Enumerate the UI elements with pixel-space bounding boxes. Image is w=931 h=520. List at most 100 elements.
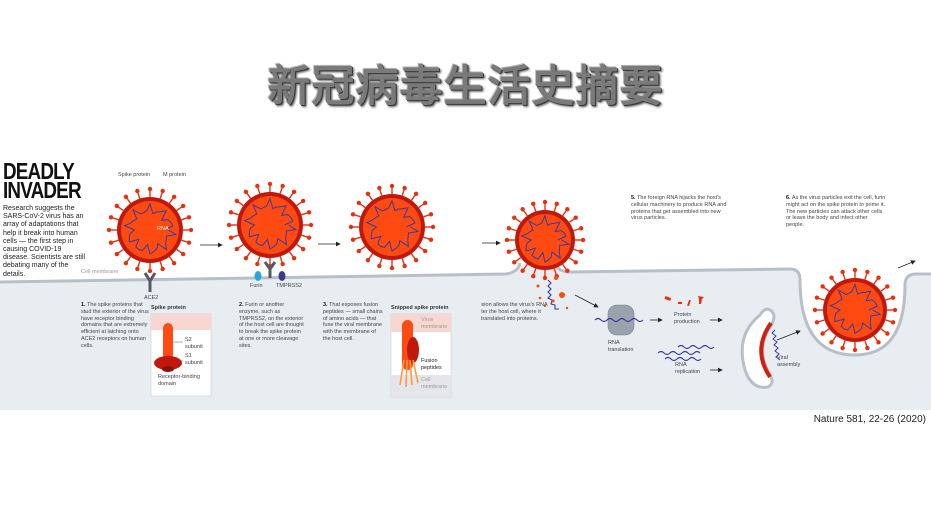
spike-head	[228, 235, 234, 240]
spike-head	[506, 226, 512, 231]
spike-head	[243, 189, 249, 195]
spike-head	[389, 183, 395, 189]
spike-head	[255, 183, 260, 189]
spike-head	[123, 260, 129, 266]
spike-head	[350, 212, 356, 217]
spike-head	[852, 347, 858, 353]
step-6-number: 6.	[786, 195, 791, 201]
spike-head	[280, 261, 285, 267]
spike-head	[422, 248, 428, 254]
assembling-virus	[759, 321, 773, 379]
spike-head	[306, 210, 312, 215]
spike-head	[890, 320, 896, 325]
spike-head	[578, 226, 584, 231]
spike-head	[512, 260, 517, 265]
spike-head	[234, 246, 240, 252]
spike-head	[531, 273, 536, 279]
step-2-number: 2.	[239, 302, 244, 308]
step-3-number: 3.	[323, 302, 328, 308]
cytoplasm	[0, 263, 931, 410]
diagram-canvas	[0, 181, 931, 410]
spike-head	[876, 340, 881, 345]
spike-head	[377, 263, 382, 269]
spike-head	[365, 191, 371, 197]
label-spike-protein: Spike protein	[118, 172, 151, 178]
step-6: 6. As the virus particles exit the cell,…	[786, 195, 886, 229]
spike-head	[356, 248, 362, 254]
spike-head	[852, 267, 858, 273]
ribosome	[607, 304, 635, 336]
label-rna-replication-1: RNA	[675, 362, 687, 368]
label-m-protein: M protein	[163, 172, 186, 178]
spike-head	[885, 284, 890, 289]
spike-head	[542, 199, 548, 205]
label-s1-subunit-text: subunit	[185, 359, 203, 366]
label-furin: Furin	[250, 283, 263, 289]
spike-head	[389, 265, 395, 271]
slide-title: 新冠病毒生活史摘要	[267, 62, 664, 112]
label-rna: RNA	[157, 226, 169, 232]
spike-head	[350, 237, 356, 242]
step-6-text: As the virus particles exit the cell, fu…	[786, 195, 886, 229]
label-ace2: ACE2	[144, 295, 159, 301]
citation: Nature 581, 22-26 (2020)	[813, 414, 926, 425]
spike-head	[820, 331, 825, 336]
s2-subunit-shape	[163, 323, 173, 361]
replicated-rna-3	[664, 356, 702, 362]
spike-head	[565, 268, 570, 273]
spike-head	[531, 201, 536, 207]
spike-head	[512, 215, 517, 220]
spike-head	[402, 263, 407, 269]
spike-head	[135, 266, 140, 272]
step-4-clip: 4. Fusion allows the virus's RNA to ente…	[481, 300, 553, 340]
label-fusion-1: Fusion	[421, 358, 438, 364]
spike-head	[147, 186, 153, 192]
furin-enzyme	[254, 271, 262, 281]
spike-head	[180, 203, 186, 209]
spike-head	[114, 203, 120, 209]
spike-head	[814, 320, 820, 325]
spike-head	[840, 269, 845, 275]
virus-core	[363, 198, 421, 256]
spike-head	[365, 257, 371, 263]
spike-head	[829, 275, 834, 280]
spike-head	[573, 260, 578, 265]
step-4-text: Fusion allows the virus's RNA to enter t…	[481, 302, 548, 322]
spike-head	[829, 340, 834, 345]
spike-head	[226, 222, 232, 228]
label-rbd-1: Receptor-binding	[158, 374, 200, 380]
headline-line-2: INVADER	[3, 177, 82, 203]
snipped-box-title: Snipped spike protein	[391, 305, 449, 311]
spike-head	[890, 295, 896, 300]
cell-membrane	[0, 262, 931, 357]
spike-head	[171, 260, 177, 266]
viral-rna	[520, 214, 571, 264]
replicated-rna-2	[657, 350, 701, 356]
ace2-receptor	[143, 272, 157, 292]
spike-box-title: Spike protein	[151, 305, 186, 311]
spike-head	[171, 194, 177, 200]
headline-line-1: DEADLY	[3, 158, 75, 184]
spike-head	[308, 222, 314, 228]
spike-head	[306, 235, 312, 240]
virus-approaching	[106, 186, 194, 274]
spike-head	[255, 261, 260, 267]
spike-head	[506, 249, 512, 254]
spike-head	[291, 189, 297, 195]
mrna-strand	[594, 317, 644, 323]
spike-head	[402, 185, 407, 191]
arrow-4-5	[574, 294, 599, 308]
spike-head	[520, 207, 525, 212]
spike-head	[106, 227, 112, 233]
spike-head	[812, 307, 818, 313]
step-1-text: The spike proteins that stud the exterio…	[81, 302, 149, 349]
spike-head	[876, 275, 881, 280]
spike-head	[820, 284, 825, 289]
spike-head	[186, 240, 192, 245]
label-s1: S1	[185, 353, 192, 359]
